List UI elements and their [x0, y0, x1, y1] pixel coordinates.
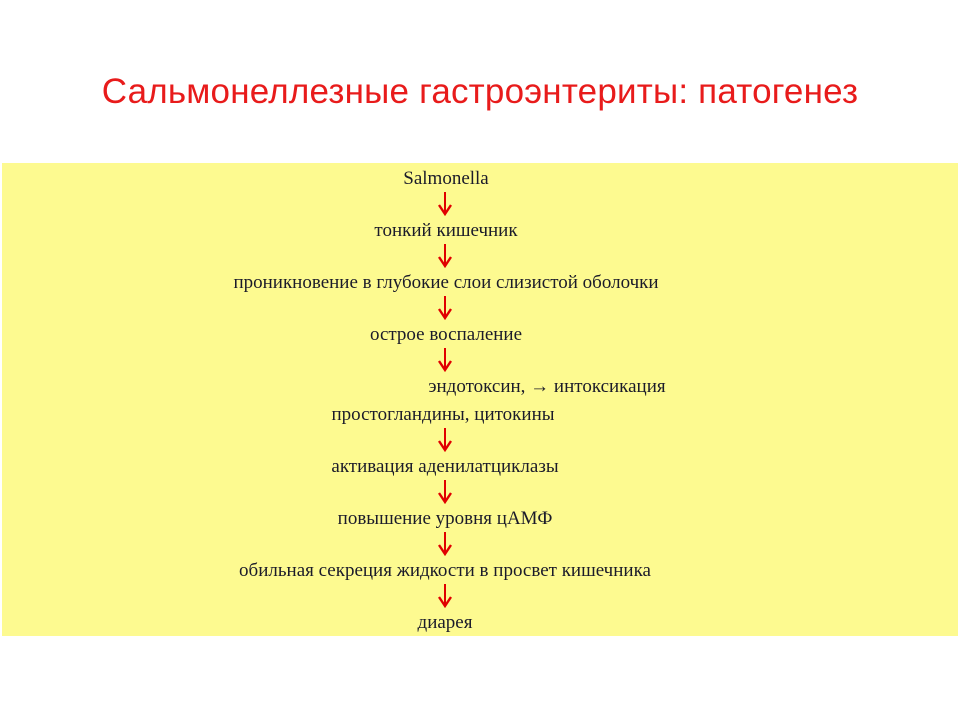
flow-step-prostaglandins: простогландины, цитокины	[331, 404, 555, 425]
down-arrow-icon	[438, 244, 452, 268]
flow-step-fluid-secretion: обильная секреция жидкости в просвет киш…	[239, 560, 651, 581]
flow-step-diarrhea: диарея	[417, 612, 473, 633]
slide-title: Сальмонеллезные гастроэнтериты: патогене…	[101, 72, 859, 111]
flow-step-endotoxin: эндотоксин, → интоксикация	[428, 376, 666, 397]
flow-step-camp: повышение уровня цАМФ	[337, 508, 553, 529]
down-arrow-icon	[438, 296, 452, 320]
flow-step-small-intestine: тонкий кишечник	[374, 220, 518, 241]
flow-step-acute-inflammation: острое воспаление	[369, 324, 523, 345]
down-arrow-icon	[438, 348, 452, 372]
flow-step-salmonella: Salmonella	[403, 168, 489, 189]
down-arrow-icon	[438, 428, 452, 452]
flow-step-adenylate-cyclase: активация аденилатциклазы	[331, 456, 559, 477]
down-arrow-icon	[438, 192, 452, 216]
flow-diagram-panel	[2, 163, 958, 636]
down-arrow-icon	[438, 584, 452, 608]
flow-step-penetration: проникновение в глубокие слои слизистой …	[233, 272, 659, 293]
down-arrow-icon	[438, 480, 452, 504]
down-arrow-icon	[438, 532, 452, 556]
